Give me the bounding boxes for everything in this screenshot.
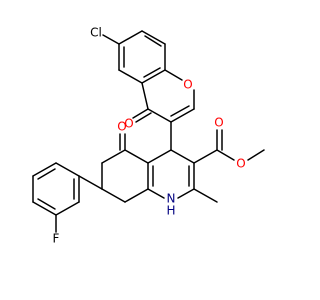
bond [147,149,172,164]
bond [32,162,57,177]
bond [216,149,235,161]
amine-h-label: H [166,204,175,218]
atom-labels: Cl O O O O O N H F [53,26,246,246]
bond [193,149,218,164]
ester-single-oxygen-label: O [236,157,245,171]
bond [143,67,161,78]
amine-n-label: N [167,192,176,206]
bond [32,201,57,216]
bond [124,149,149,164]
bond [55,162,80,177]
bond [147,188,165,199]
bond [141,30,166,45]
bond [135,112,152,123]
bond [118,30,143,45]
fluorine-label: F [53,232,60,246]
bond [101,149,126,164]
molecule-canvas: Cl O O O O O N H F [32,25,265,246]
ring-oxygen-label: O [183,78,192,92]
bond [37,168,56,180]
bond [55,201,80,216]
bond [144,35,162,47]
chlorine-label: Cl [90,26,102,40]
bond [78,175,103,190]
bonds [32,30,265,233]
bond [177,188,195,199]
bond [170,108,195,123]
bond [141,82,149,110]
bond [170,105,190,117]
bond [124,188,149,203]
bond [37,198,56,210]
bond [141,69,166,84]
bond [102,34,120,45]
ester-carbonyl-oxygen-label: O [214,116,223,130]
bond [132,108,149,119]
bond [247,149,265,161]
structure-svg: Cl O O O O O N H F [32,26,265,246]
bond [193,188,218,203]
bond [147,108,172,123]
keto-oxygen-label: O [124,117,133,131]
five-oxo-label: O [117,120,126,134]
bond [164,69,183,81]
bond [101,188,126,203]
bond [170,149,195,164]
bond [118,69,143,84]
